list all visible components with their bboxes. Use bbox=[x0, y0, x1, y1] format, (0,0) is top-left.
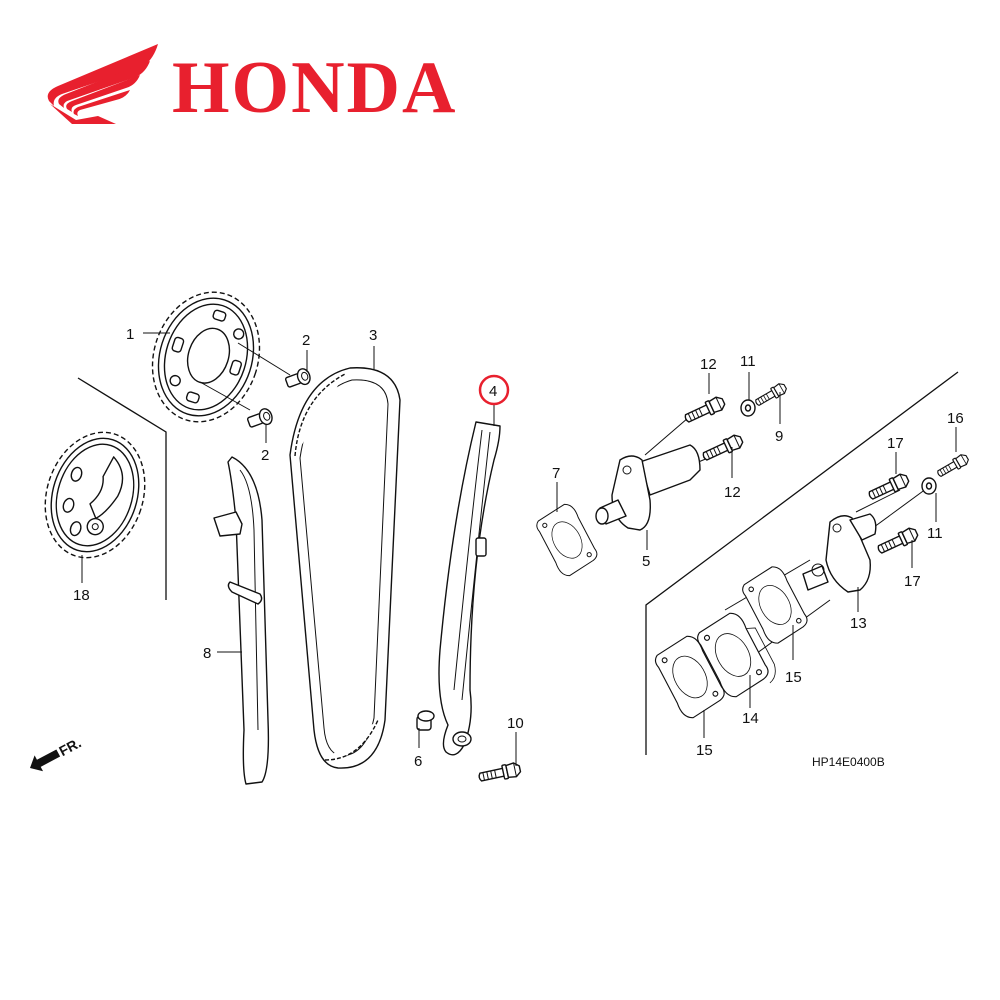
callout-16[interactable]: 16 bbox=[947, 410, 964, 427]
callout-1[interactable]: 1 bbox=[126, 326, 134, 343]
tensioner-slider-part[interactable] bbox=[438, 421, 501, 756]
callout-13[interactable]: 13 bbox=[850, 615, 867, 632]
sealing-washer-lower[interactable] bbox=[921, 477, 937, 495]
cam-chain-part[interactable] bbox=[289, 367, 401, 769]
section-divider-left bbox=[77, 377, 167, 600]
callout-7[interactable]: 7 bbox=[552, 465, 560, 482]
section-divider-right bbox=[645, 371, 959, 755]
callout-15-lower[interactable]: 15 bbox=[696, 742, 713, 759]
alt-bolt-upper[interactable] bbox=[866, 471, 912, 504]
callout-10[interactable]: 10 bbox=[507, 715, 524, 732]
leader-lines bbox=[81, 332, 957, 766]
decompressor-sprocket-part[interactable] bbox=[30, 419, 161, 570]
honda-logo: HONDA bbox=[47, 44, 457, 129]
lifter-gasket-part[interactable] bbox=[531, 500, 603, 580]
callout-18[interactable]: 18 bbox=[73, 587, 90, 604]
callout-11-upper[interactable]: 11 bbox=[740, 353, 756, 370]
sprocket-bolt-upper[interactable] bbox=[284, 367, 312, 390]
callout-3[interactable]: 3 bbox=[369, 327, 377, 344]
callout-11-lower[interactable]: 11 bbox=[927, 525, 943, 542]
callout-15-upper[interactable]: 15 bbox=[785, 669, 802, 686]
tensioner-lifter-part[interactable] bbox=[595, 417, 709, 531]
callout-labels: 1 2 2 3 4 5 6 7 8 9 10 11 11 12 12 13 14… bbox=[73, 326, 964, 770]
lifter-bolt-lower[interactable] bbox=[700, 432, 746, 465]
callout-2-lower[interactable]: 2 bbox=[261, 447, 269, 464]
callout-9[interactable]: 9 bbox=[775, 428, 783, 445]
callout-17-lower[interactable]: 17 bbox=[904, 573, 921, 590]
callout-4[interactable]: 4 bbox=[489, 383, 497, 400]
diagram-code: HP14E0400B bbox=[812, 755, 885, 769]
callout-2-upper[interactable]: 2 bbox=[302, 332, 310, 349]
sprocket-bolt-lower[interactable] bbox=[246, 407, 274, 430]
pivot-collar-part[interactable] bbox=[416, 710, 435, 731]
sealing-bolt-part[interactable] bbox=[753, 381, 789, 409]
front-label: FR. bbox=[56, 734, 83, 759]
highlight-ring-icon bbox=[478, 374, 510, 406]
spacer-part[interactable] bbox=[691, 606, 783, 705]
callout-12-lower[interactable]: 12 bbox=[724, 484, 741, 501]
callout-14[interactable]: 14 bbox=[742, 710, 759, 727]
sealing-washer-upper[interactable] bbox=[740, 399, 756, 417]
honda-wing-icon bbox=[47, 44, 158, 124]
callout-12-upper[interactable]: 12 bbox=[700, 356, 717, 373]
sealing-bolt-alt-part[interactable] bbox=[935, 452, 971, 480]
lifter-bolt-upper[interactable] bbox=[682, 394, 728, 427]
alt-bolt-lower[interactable] bbox=[875, 525, 921, 558]
callout-5[interactable]: 5 bbox=[642, 553, 650, 570]
cam-sprocket-part[interactable] bbox=[136, 278, 276, 436]
front-direction-marker: FR. bbox=[30, 734, 84, 772]
chain-guide-part[interactable] bbox=[213, 456, 270, 785]
highlighted-callout-4[interactable]: 4 bbox=[478, 374, 510, 406]
pivot-bolt-part[interactable] bbox=[477, 761, 523, 785]
callout-17-upper[interactable]: 17 bbox=[887, 435, 904, 452]
callout-8[interactable]: 8 bbox=[203, 645, 211, 662]
callout-6[interactable]: 6 bbox=[414, 753, 422, 770]
brand-name: HONDA bbox=[172, 47, 457, 129]
tensioner-lifter-alt-part[interactable] bbox=[802, 485, 931, 593]
front-arrow-icon bbox=[30, 749, 61, 772]
